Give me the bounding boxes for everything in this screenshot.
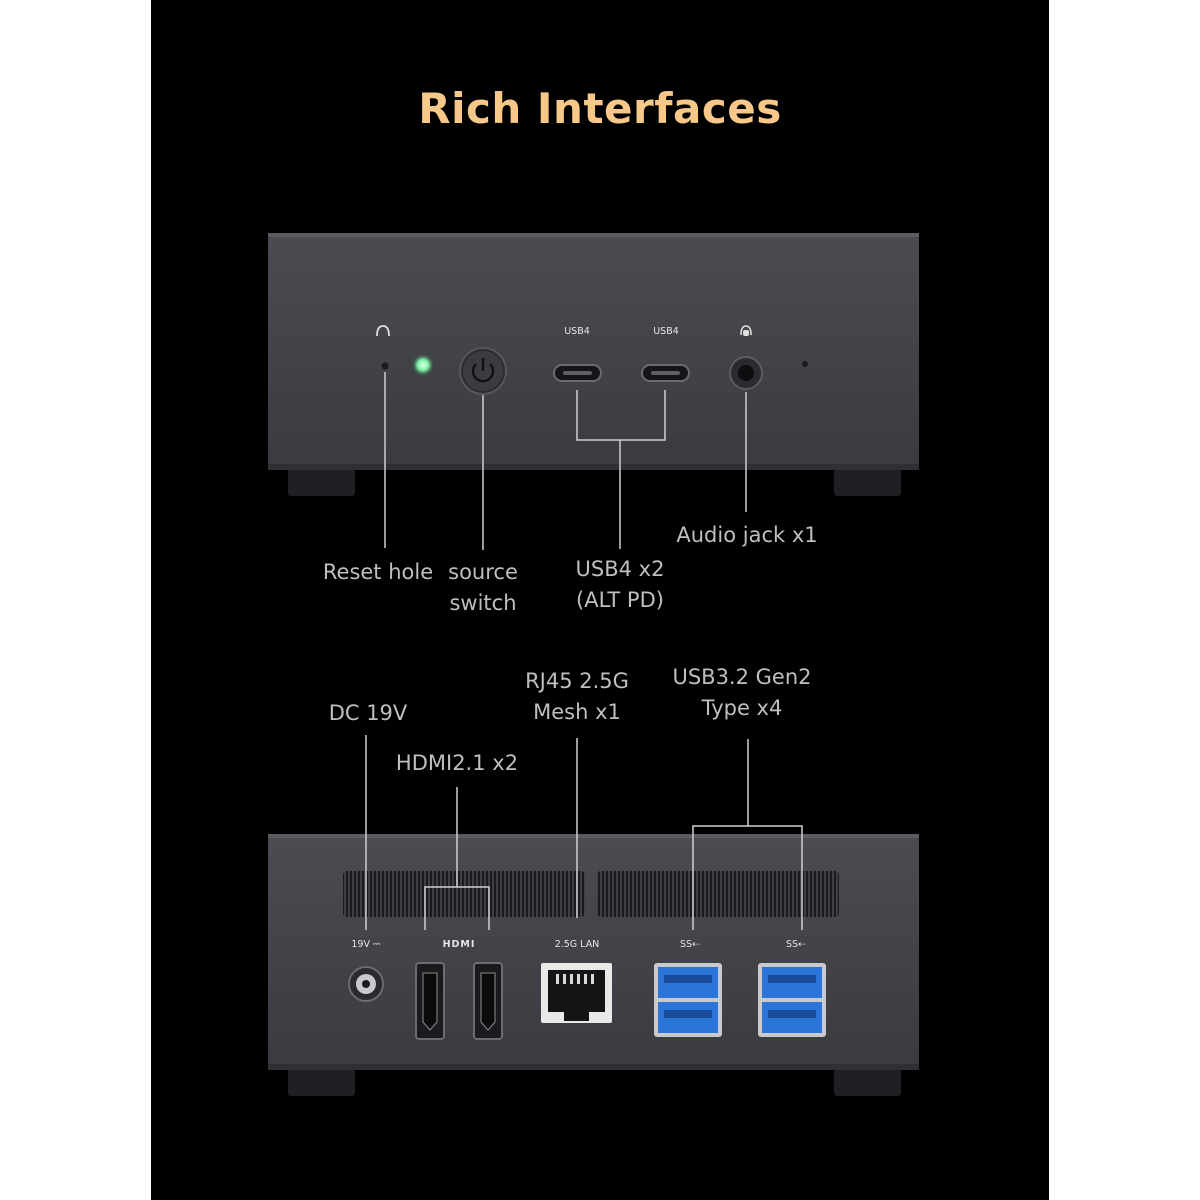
usb3-port-stack-left[interactable] [654,963,722,1037]
hdmi-port-b[interactable] [473,962,503,1040]
power-icon [471,358,495,383]
front-unit: USB4 USB4 [268,233,919,496]
usb4-a-chip-label: USB4 [564,326,590,337]
lan-callout-line1: RJ45 2.5G [525,669,629,693]
lan-callout-line2: Mesh x1 [533,700,621,724]
mic-hole [802,361,808,367]
headset-icon [740,325,752,336]
front-foot-right [834,466,901,496]
status-led [412,354,434,376]
page-title: Rich Interfaces [418,84,782,133]
rear-callout-lines [365,735,803,930]
rear-unit: 19V ⎓ HDMI 2.5G LAN SS [268,834,919,1096]
source-switch-callout-line2: switch [449,591,517,615]
usb4-callout-line2: (ALT PD) [576,588,664,612]
power-button[interactable] [459,347,507,395]
usb3-port-stack-right[interactable] [758,963,826,1037]
usb3-callout-line1: USB3.2 Gen2 [672,665,812,689]
vent-left [343,871,585,917]
lan-chip-label: 2.5G LAN [555,939,600,950]
front-chassis [268,233,919,470]
vent-right [597,871,839,917]
dc-chip-label: 19V ⎓ [351,939,381,950]
reset-icon [376,325,390,337]
hdmi-chip-label: HDMI [443,939,476,950]
rj45-port[interactable] [541,963,612,1023]
usb4-callout-line1: USB4 x2 [575,557,665,581]
audio-jack[interactable] [729,356,763,390]
dc-jack[interactable] [348,966,384,1002]
rear-foot-right [834,1066,901,1096]
front-callout-lines [384,372,747,550]
rear-foot-left [288,1066,355,1096]
reset-hole-callout: Reset hole [322,560,434,584]
hdmi-callout: HDMI2.1 x2 [395,751,519,775]
source-switch-callout-line1: source [448,560,518,584]
dc-callout: DC 19V [328,701,408,725]
audio-jack-callout: Audio jack x1 [676,523,818,547]
usb4-b-chip-label: USB4 [653,326,679,337]
reset-hole[interactable] [381,362,389,370]
front-foot-left [288,466,355,496]
usb-a-chip-label: SS⇠ [680,939,700,950]
hdmi-port-a[interactable] [415,962,445,1040]
usb-b-chip-label: SS⇠ [786,939,806,950]
usb3-callout-line2: Type x4 [701,696,783,720]
